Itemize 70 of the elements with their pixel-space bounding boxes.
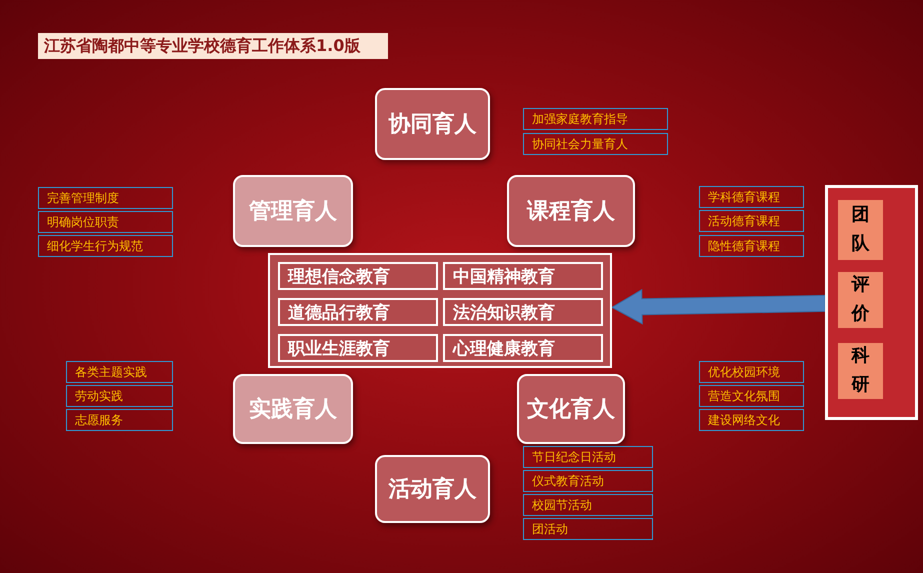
node-text: 协同社会力量育人 (532, 136, 628, 152)
node-text: 实践育人 (249, 396, 337, 424)
node-text: 中国精神教育 (453, 266, 555, 288)
rounded-box (517, 374, 625, 444)
side-panel (825, 185, 918, 420)
node-text: 完善管理制度 (47, 190, 119, 206)
text-box (66, 409, 173, 431)
arrow (610, 288, 826, 325)
node-text: 隐性德育课程 (708, 238, 780, 254)
node-text: 团队 (850, 203, 870, 256)
node-text: 建设网络文化 (708, 412, 780, 428)
text-box (38, 235, 173, 257)
node-text: 管理育人 (249, 198, 337, 226)
node-text: 仪式教育活动 (532, 472, 604, 490)
text-box (278, 262, 438, 290)
text-box (699, 186, 804, 208)
node-text: 团活动 (532, 520, 568, 538)
text-box (699, 235, 804, 257)
node-text: 明确岗位职责 (47, 214, 119, 230)
node-text: 职业生涯教育 (288, 338, 390, 360)
rounded-box (507, 175, 635, 247)
text-box (278, 334, 438, 362)
node-text: 细化学生行为规范 (47, 238, 143, 254)
node-text: 优化校园环境 (708, 364, 780, 380)
node-text: 文化育人 (527, 396, 615, 424)
text-box (523, 108, 668, 130)
node-text: 加强家庭教育指导 (532, 110, 628, 128)
node-text: 道德品行教育 (288, 302, 390, 324)
node-text: 校园节活动 (532, 496, 592, 514)
node-text: 营造文化氛围 (708, 388, 780, 404)
node-text: 活动育人 (388, 476, 476, 504)
text-box (699, 409, 804, 431)
text-box (443, 262, 603, 290)
text-box (699, 385, 804, 407)
text-box (523, 446, 653, 468)
node-text: 志愿服务 (75, 412, 123, 428)
text-box (278, 298, 438, 326)
text-box (523, 518, 653, 540)
content-panel (268, 253, 612, 368)
tag-box (838, 200, 883, 260)
node-text: 活动德育课程 (708, 212, 780, 230)
rounded-box (233, 175, 353, 247)
node-text: 协同育人 (388, 110, 476, 139)
tag-box (838, 343, 883, 399)
node-text: 理想信念教育 (288, 266, 390, 288)
tag-box (838, 272, 883, 328)
rounded-box (375, 88, 490, 160)
text-box (443, 334, 603, 362)
text-box (38, 187, 173, 209)
text-box (523, 133, 668, 155)
text-box (38, 211, 173, 233)
node-text: 课程育人 (527, 198, 615, 226)
title-banner: 江苏省陶都中等专业学校德育工作体系1.0版 (38, 33, 388, 59)
text-box (66, 361, 173, 383)
node-text: 节日纪念日活动 (532, 448, 616, 466)
node-text: 学科德育课程 (708, 188, 780, 206)
text-box (523, 470, 653, 492)
node-text: 法治知识教育 (453, 302, 555, 324)
text-box (699, 361, 804, 383)
node-text: 评价 (850, 273, 870, 326)
node-text: 各类主题实践 (75, 364, 147, 380)
rounded-box (375, 455, 490, 523)
text-box (66, 385, 173, 407)
text-box (699, 210, 804, 232)
text-box (443, 298, 603, 326)
text-box (523, 494, 653, 516)
node-text: 心理健康教育 (453, 338, 555, 360)
node-text: 科研 (850, 344, 870, 397)
rounded-box (233, 374, 353, 444)
node-text: 劳动实践 (75, 388, 123, 404)
